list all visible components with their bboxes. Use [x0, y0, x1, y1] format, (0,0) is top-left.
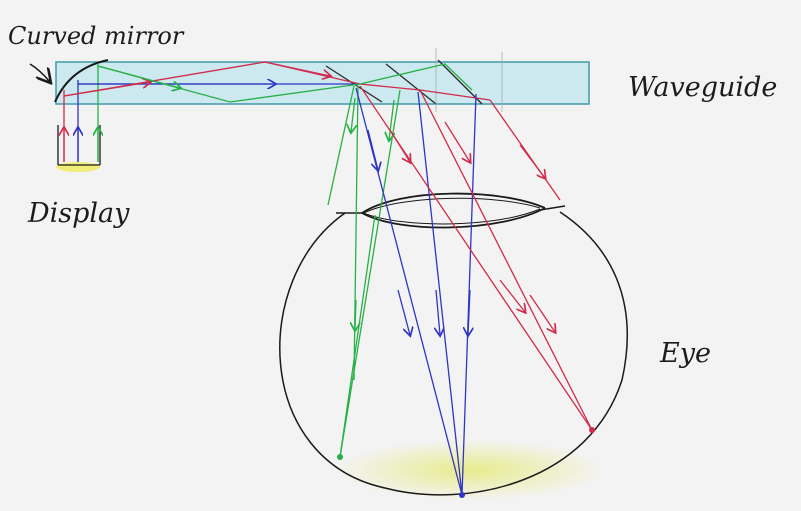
label-eye: Eye: [659, 338, 711, 369]
blue-rays: [355, 87, 477, 496]
display-glow: [56, 162, 100, 172]
curved-mirror: [54, 59, 109, 103]
red-rays: [359, 85, 593, 431]
eye-lens: [336, 192, 566, 229]
retina-point-red: [589, 427, 595, 433]
retina-point-green: [337, 454, 343, 460]
label-display: Display: [27, 198, 130, 229]
retina-point-blue: [459, 492, 465, 498]
label-curved-mirror: Curved mirror: [8, 22, 185, 50]
green-rays: [327, 85, 401, 458]
waveguide-slab: [55, 61, 590, 105]
label-waveguide: Waveguide: [628, 72, 777, 103]
reflector-ticks: [435, 48, 503, 112]
mirror-pointer-arrow: [29, 63, 50, 82]
retina-glow: [335, 440, 605, 500]
waveguide-rays: [63, 61, 491, 103]
eyeball-outline: [279, 211, 629, 496]
